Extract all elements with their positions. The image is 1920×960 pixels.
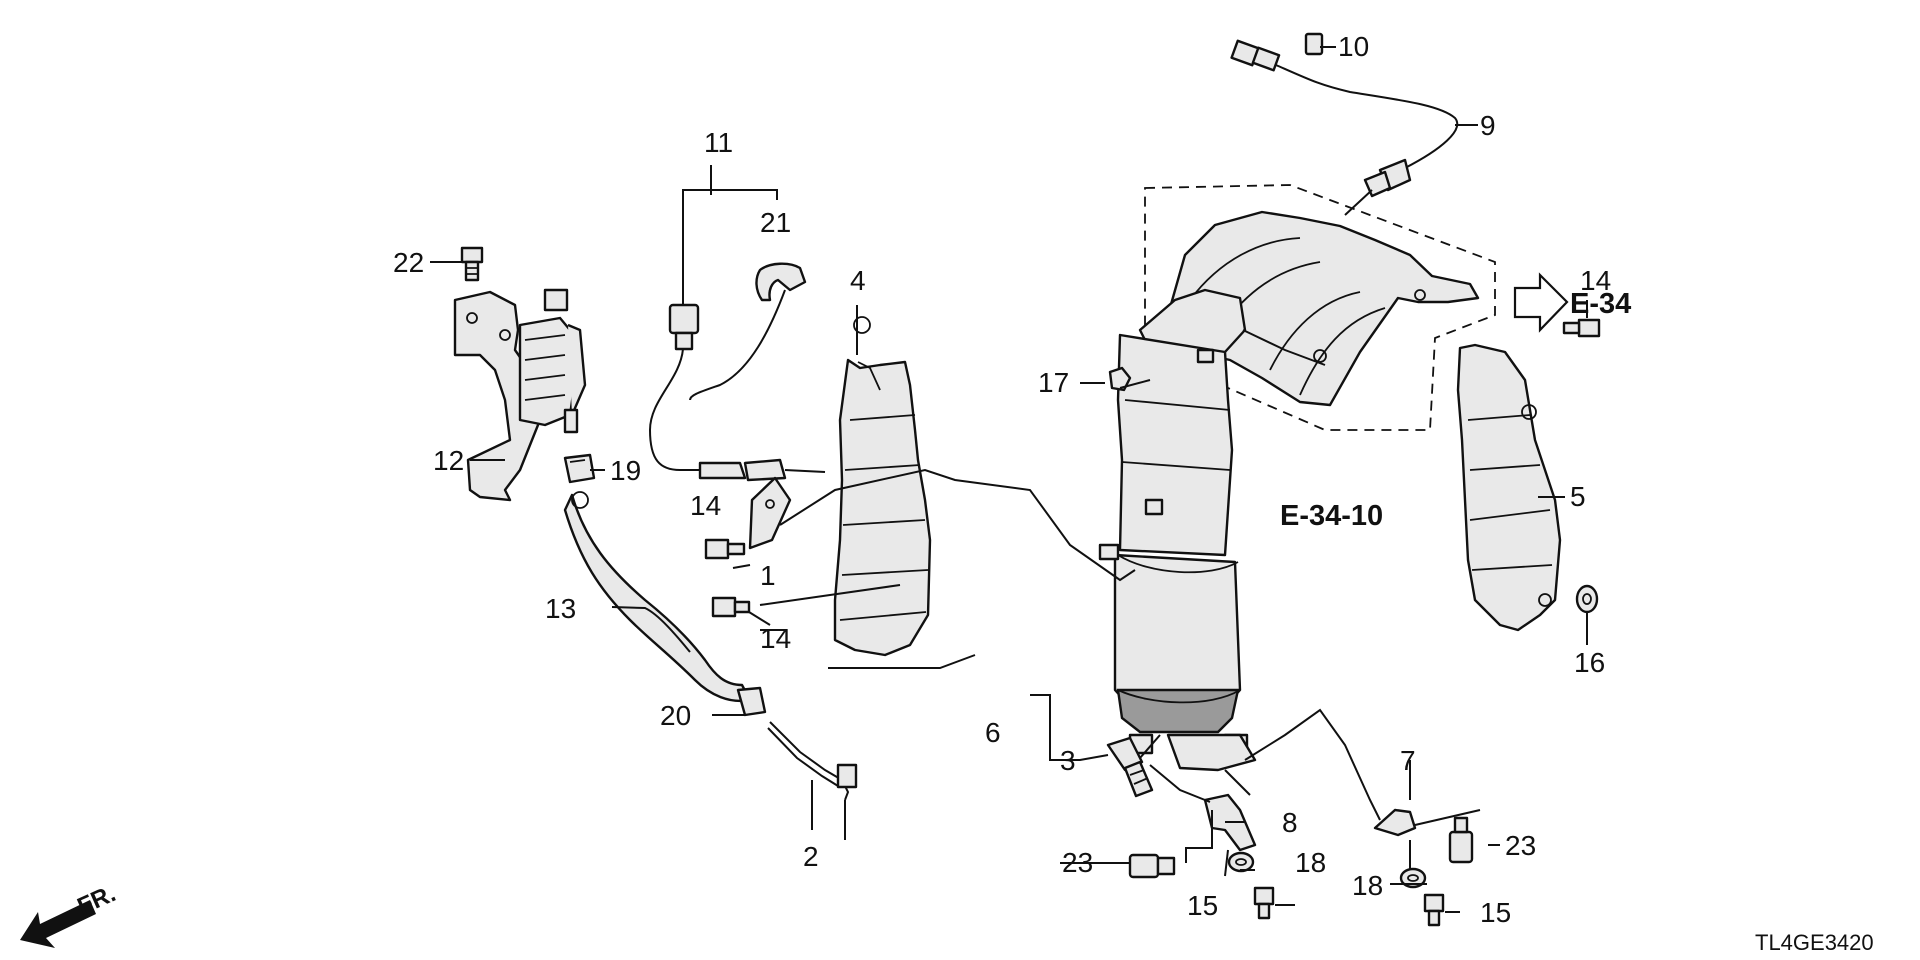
callout-21: 21 (760, 207, 791, 238)
hose-13[interactable] (563, 491, 752, 703)
callout-18a: 18 (1295, 847, 1326, 878)
e34-arrow-icon (1513, 272, 1569, 333)
leader-lines (430, 46, 1588, 913)
callout-17: 17 (1038, 367, 1069, 398)
clamp-19[interactable] (563, 453, 596, 484)
callout-labels: 10 9 11 21 22 4 17 14 12 19 14 5 1 13 14… (393, 31, 1611, 928)
callout-6: 6 (985, 717, 1001, 748)
callout-15a: 15 (1187, 890, 1218, 921)
callout-8: 8 (1282, 807, 1298, 838)
bolt-14-b[interactable] (711, 596, 751, 618)
callout-12: 12 (433, 445, 464, 476)
bolt-14-c[interactable] (1562, 318, 1601, 338)
diagram-code: TL4GE3420 (1755, 930, 1874, 955)
callout-10: 10 (1338, 31, 1369, 62)
callout-14c: 14 (760, 623, 791, 654)
bolt-15-b[interactable] (1423, 893, 1445, 927)
callout-7: 7 (1400, 745, 1416, 776)
callout-16: 16 (1574, 647, 1605, 678)
callout-13: 13 (545, 593, 576, 624)
catalytic-converter-6[interactable] (1098, 288, 1257, 772)
clamp-20[interactable] (736, 686, 767, 717)
lower-heat-shield-4[interactable] (833, 316, 932, 657)
bracket-7[interactable] (1373, 808, 1417, 837)
bracket-1[interactable] (748, 476, 792, 550)
callout-15b: 15 (1480, 897, 1511, 928)
callout-3: 3 (1060, 745, 1076, 776)
callout-1: 1 (760, 560, 776, 591)
callout-18b: 18 (1352, 870, 1383, 901)
front-arrow-icon (20, 900, 96, 948)
bolt-23-b[interactable] (1448, 816, 1474, 864)
bolt-23-a[interactable] (1128, 853, 1176, 879)
pipe-2[interactable] (767, 721, 858, 801)
oxygen-sensor-9[interactable] (1230, 39, 1458, 216)
callout-20: 20 (660, 700, 691, 731)
callout-23a: 23 (1062, 847, 1093, 878)
nut-17[interactable] (1108, 366, 1132, 392)
bracket-12[interactable] (453, 290, 542, 502)
ref-e3410-label[interactable]: E-34-10 (1280, 500, 1383, 532)
callout-23b: 23 (1505, 830, 1536, 861)
right-heat-shield-5[interactable] (1456, 343, 1562, 632)
connector-clip-10[interactable] (1304, 32, 1324, 56)
ref-e34-label[interactable]: E-34 (1570, 288, 1631, 320)
callout-9: 9 (1480, 110, 1496, 141)
clip-21[interactable] (689, 262, 807, 401)
bolt-15-a[interactable] (1253, 886, 1275, 920)
upper-heat-shield[interactable] (1166, 210, 1480, 407)
washer-18-b[interactable] (1399, 867, 1427, 889)
valve-unit[interactable] (518, 288, 587, 434)
callout-11: 11 (704, 127, 733, 158)
assembly-dashed-outline (1144, 184, 1496, 431)
callout-4: 4 (850, 265, 866, 296)
callout-14b: 14 (690, 490, 721, 521)
oxygen-sensor-11[interactable] (648, 303, 826, 482)
stud-bolt-3[interactable] (1106, 736, 1154, 798)
callout-22: 22 (393, 247, 424, 278)
bolt-14-a[interactable] (704, 538, 746, 560)
callout-14a: 14 (1580, 265, 1611, 296)
washer-18-a[interactable] (1227, 851, 1255, 873)
callout-5: 5 (1570, 481, 1586, 512)
callout-19: 19 (610, 455, 641, 486)
bolt-22[interactable] (460, 246, 484, 282)
callout-2: 2 (803, 841, 819, 872)
washer-16[interactable] (1575, 584, 1599, 614)
